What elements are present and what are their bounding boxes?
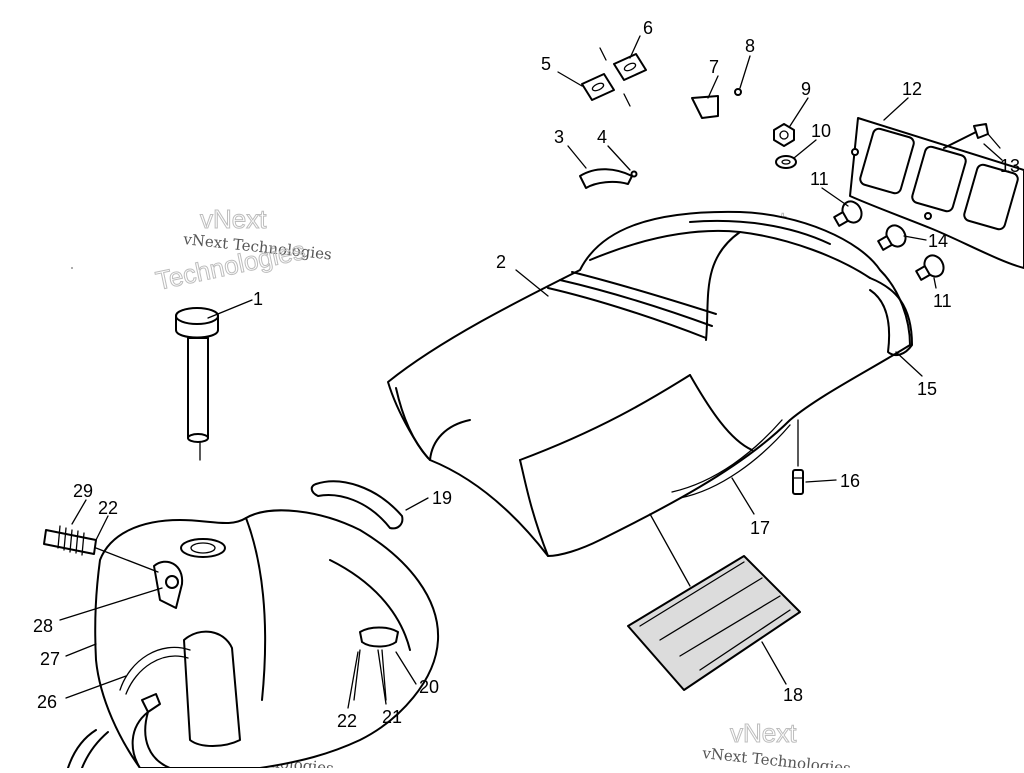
- bulb-11-bottom: [915, 254, 945, 281]
- gas-cap: [175, 307, 219, 461]
- seat: [387, 210, 913, 557]
- bulb-11-top: [833, 200, 863, 227]
- callout-17: 17: [750, 518, 770, 538]
- callout-11a: 11: [810, 169, 829, 189]
- taillight-bezel: [849, 117, 1024, 269]
- screw-13: [943, 123, 1001, 149]
- plate-7: [691, 88, 742, 119]
- callout-28: 28: [33, 616, 53, 636]
- washer-10: [775, 155, 797, 169]
- callout-3: 3: [554, 127, 564, 147]
- callout-21: 21: [382, 707, 402, 727]
- callout-29: 29: [73, 481, 93, 501]
- callout-10: 10: [811, 121, 831, 141]
- leader-lines: [59, 35, 1003, 709]
- callout-14: 14: [928, 231, 948, 251]
- callout-6: 6: [643, 18, 653, 38]
- callout-26: 26: [37, 692, 57, 712]
- callout-1: 1: [253, 289, 263, 309]
- callout-11b: 11: [933, 291, 952, 311]
- callout-19: 19: [432, 488, 452, 508]
- bolt-16: [792, 419, 804, 495]
- watermark-bottom-right: vNext vNext Technologies: [701, 718, 852, 773]
- callout-13: 13: [1000, 156, 1020, 176]
- nut-9: [773, 123, 795, 147]
- spring-hose: [43, 525, 159, 573]
- clip-5: [581, 73, 615, 101]
- callout-8: 8: [745, 36, 755, 56]
- svg-text:vNext: vNext: [730, 718, 797, 748]
- callout-27: 27: [40, 649, 60, 669]
- callout-5: 5: [541, 54, 551, 74]
- gas-tank: [67, 509, 440, 769]
- trim-19: [310, 480, 404, 530]
- callout-22-top: 22: [98, 498, 118, 518]
- callout-9: 9: [801, 79, 811, 99]
- foam-pad: [627, 513, 801, 691]
- callout-20: 20: [419, 677, 439, 697]
- bulb-14: [877, 224, 907, 251]
- callout-4: 4: [597, 127, 607, 147]
- callout-7: 7: [709, 57, 719, 77]
- watermark-left: vNext vNext Technologies Technologies: [153, 204, 333, 297]
- strap-3: [579, 168, 638, 189]
- callout-16: 16: [840, 471, 860, 491]
- clip-6: [613, 53, 647, 81]
- svg-text:vNext: vNext: [200, 204, 267, 234]
- callout-2: 2: [496, 252, 506, 272]
- callout-12: 12: [902, 79, 922, 99]
- callout-22-bottom: 22: [337, 711, 357, 731]
- callout-18: 18: [783, 685, 803, 705]
- callout-15: 15: [917, 379, 937, 399]
- callout-labels: 1 2 3 4 5 6 7 8 9 10 11 12 13 14 11 15 1…: [33, 18, 1020, 731]
